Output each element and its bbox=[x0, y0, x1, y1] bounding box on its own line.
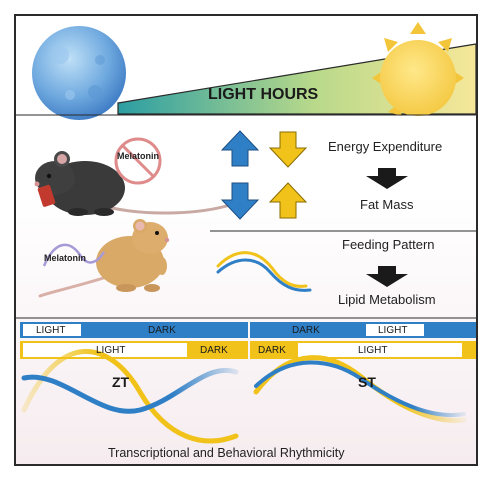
zt-bottom-light-label: LIGHT bbox=[96, 345, 126, 356]
energy-expenditure-label: Energy Expenditure bbox=[328, 139, 443, 154]
arrow-down-blue-icon bbox=[220, 182, 260, 220]
arrow-down-black-icon-2 bbox=[366, 266, 408, 287]
st-wave-blue bbox=[254, 360, 466, 418]
feeding-pattern-label: Feeding Pattern bbox=[342, 237, 435, 252]
light-hours-label: LIGHT HOURS bbox=[208, 86, 319, 103]
fat-mass-label: Fat Mass bbox=[360, 197, 414, 212]
arrow-down-black-icon bbox=[366, 168, 408, 189]
mouse-dark-icon bbox=[34, 151, 232, 216]
zt-label: ZT bbox=[112, 374, 130, 390]
zt-wave-blue bbox=[21, 367, 239, 414]
zt-top-dark-label: DARK bbox=[148, 325, 176, 336]
small-wave-yellow bbox=[216, 251, 308, 288]
zt-wave-yellow bbox=[21, 349, 239, 444]
st-label: ST bbox=[358, 374, 376, 390]
st-top-dark-label: DARK bbox=[292, 325, 320, 336]
sun-icon bbox=[372, 22, 464, 116]
st-bottom-light-label: LIGHT bbox=[358, 345, 388, 356]
melatonin-label-top: Melatonin bbox=[117, 151, 159, 161]
arrow-up-yellow-icon bbox=[268, 182, 308, 219]
arrow-up-blue-icon bbox=[220, 130, 260, 167]
footer-caption: Transcriptional and Behavioral Rhythmici… bbox=[108, 446, 345, 460]
small-wave-blue bbox=[216, 258, 312, 292]
no-melatonin-icon bbox=[114, 137, 162, 185]
moon-icon bbox=[32, 26, 126, 120]
melatonin-label-bottom: Melatonin bbox=[44, 253, 86, 263]
zt-top-light-label: LIGHT bbox=[36, 325, 66, 336]
arrow-down-yellow-icon bbox=[268, 131, 308, 168]
st-top-light-label: LIGHT bbox=[378, 325, 408, 336]
melatonin-wave bbox=[42, 243, 106, 267]
st-light-dark-bars bbox=[250, 322, 476, 359]
lipid-metabolism-label: Lipid Metabolism bbox=[338, 292, 436, 307]
mouse-tan-icon bbox=[38, 219, 170, 298]
st-bottom-dark-label: DARK bbox=[258, 345, 286, 356]
zt-bottom-dark-label: DARK bbox=[200, 345, 228, 356]
